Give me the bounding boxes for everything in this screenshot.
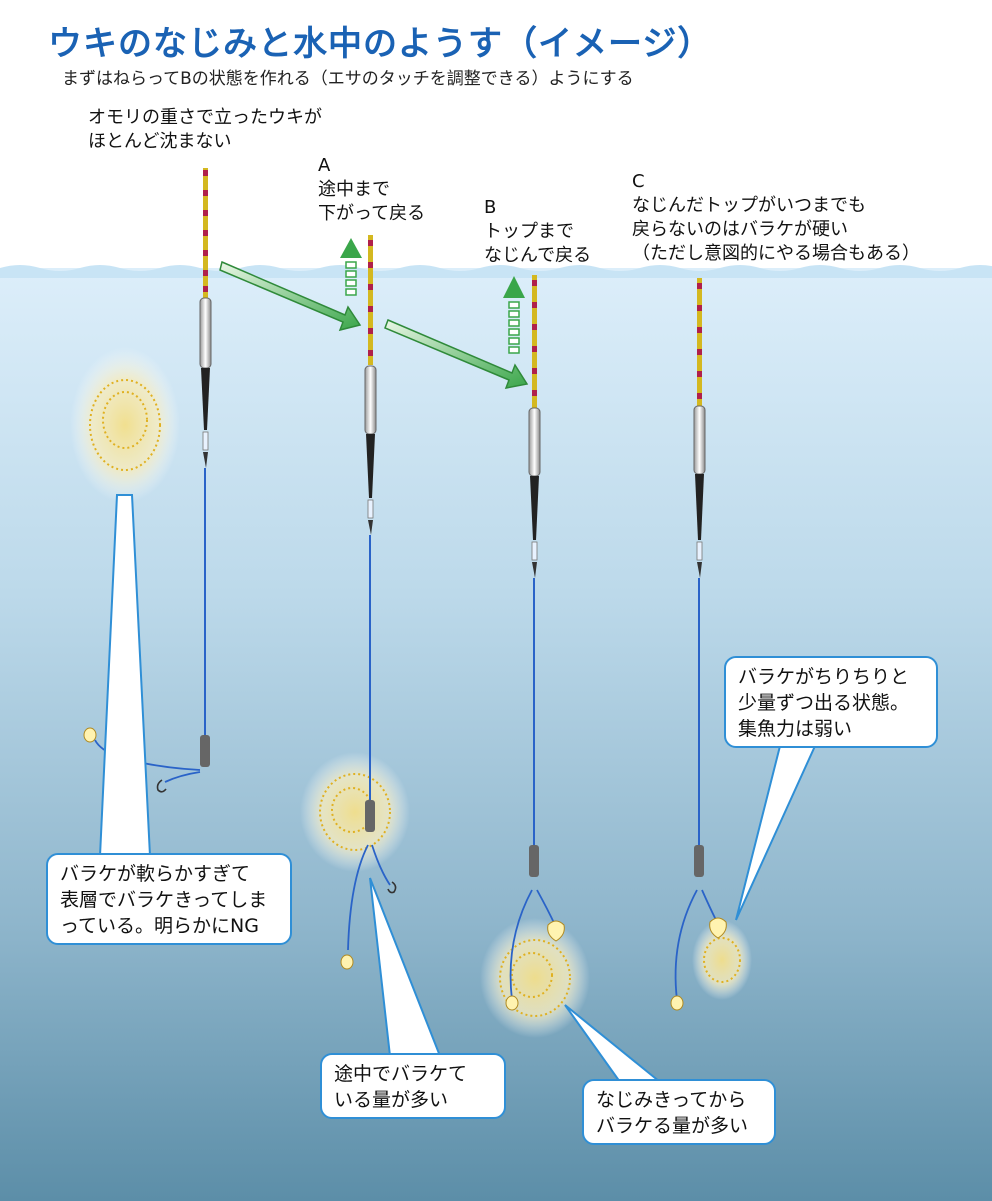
callout-a: 途中でバラケて いる量が多い: [320, 1053, 506, 1119]
bait-cloud-icon: [692, 920, 752, 1000]
bait-icon: [709, 917, 727, 939]
float-icon: [528, 275, 541, 578]
page-subtitle: まずはねらってBの状態を作れる（エサのタッチを調整できる）ようにする: [62, 69, 634, 89]
bait-cloud-icon: [300, 752, 410, 872]
sinker: [694, 845, 704, 877]
sinker: [365, 800, 375, 832]
sinker: [529, 845, 539, 877]
bait-icon: [547, 920, 565, 942]
arrow-icon: [219, 260, 362, 332]
float-icon: [199, 168, 212, 468]
callout-c: バラケがちりちりと 少量ずつ出る状態。 集魚力は弱い: [724, 656, 938, 748]
hook-icon: [387, 881, 397, 894]
float-icon: [693, 278, 706, 578]
bait-icon: [670, 995, 684, 1011]
sinker: [200, 735, 210, 767]
page-title: ウキのなじみと水中のようす（イメージ）: [48, 24, 713, 64]
float1-label: オモリの重さで立ったウキが ほとんど沈まない: [88, 107, 322, 152]
float-icon: [364, 235, 377, 535]
bait-icon: [340, 954, 354, 970]
bait-cloud-icon: [480, 918, 590, 1038]
label-a: A 途中まで 下がって戻る: [318, 155, 426, 224]
up-arrow-icon: [340, 238, 362, 296]
bait-icon: [83, 727, 97, 743]
up-arrow-icon: [503, 276, 525, 354]
bait-icon: [505, 995, 519, 1011]
arrow-icon: [384, 319, 529, 389]
hook-icon: [156, 779, 167, 793]
callout-b: なじみきってから バラケる量が多い: [582, 1079, 776, 1145]
label-b: B トップまで なじんで戻る: [484, 197, 592, 266]
label-c: C なじんだトップがいつまでも 戻らないのはバラケが硬い （ただし意図的にやる場…: [632, 171, 920, 264]
bait-cloud-icon: [70, 347, 180, 503]
callout-ng: バラケが軟らかすぎて 表層でバラケきってしま っている。明らかにNG: [46, 853, 292, 945]
